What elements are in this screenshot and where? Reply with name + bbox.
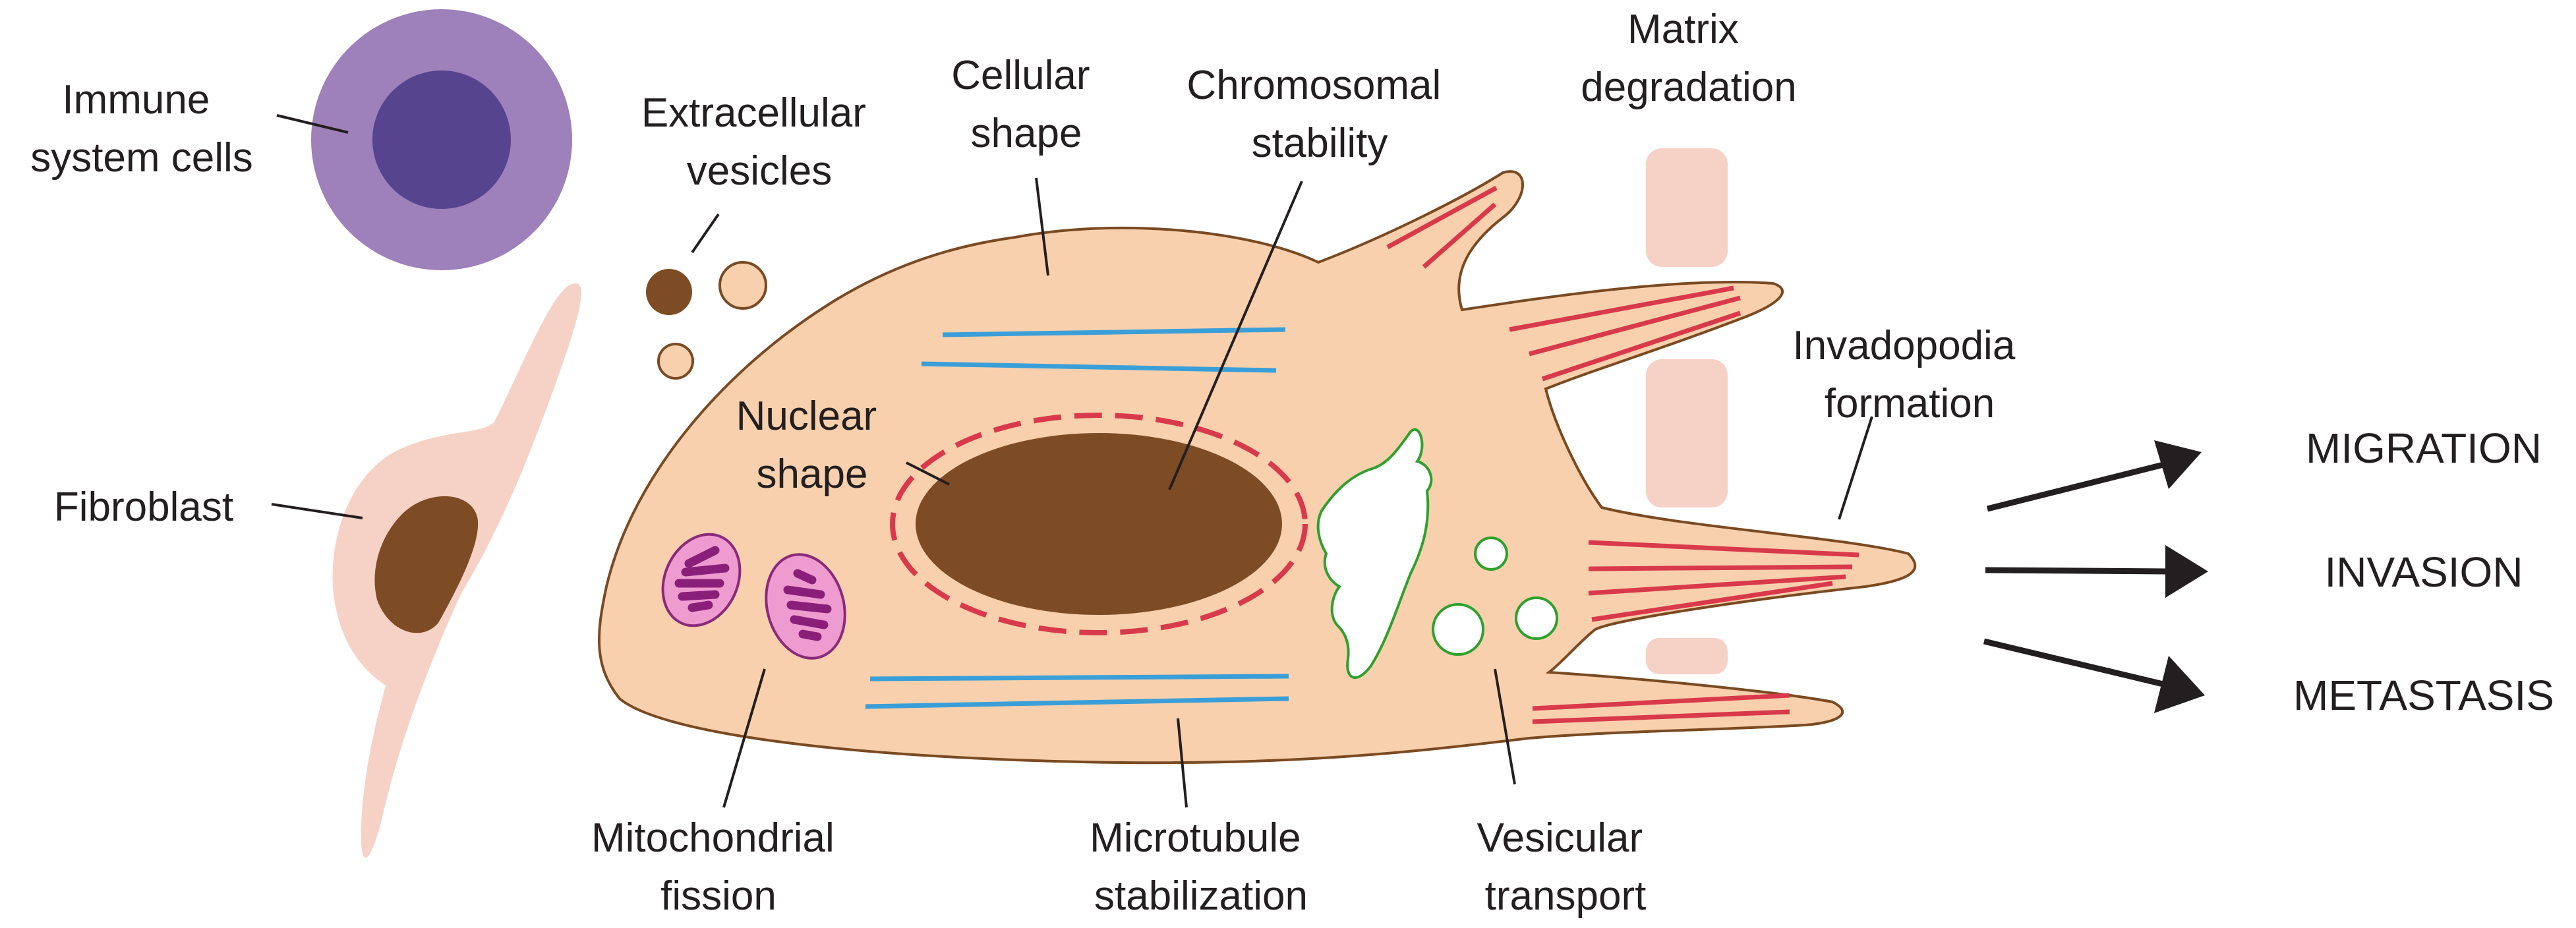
vesicle-small [657, 343, 694, 380]
extracellular-matrix [1646, 148, 1728, 674]
microtubule [865, 696, 1289, 709]
nucleus [916, 433, 1282, 615]
labels: Immune system cells Extracellular vesicl… [30, 7, 2026, 919]
actin-filament [1588, 574, 1846, 596]
matrix-block [1646, 148, 1728, 267]
cancer-cell [597, 170, 1917, 765]
fibroblast-nucleus [374, 496, 479, 633]
arrow-migration-shaft [1986, 460, 2170, 512]
leader-lines [271, 114, 1873, 808]
mitochondrion [661, 533, 742, 627]
actin-filament [1588, 564, 1853, 571]
mitochondrion [765, 553, 846, 660]
leader-line [691, 213, 720, 254]
immune-cell [311, 9, 572, 270]
label-mitochondrial-fission: Mitochondrial fission [591, 815, 846, 919]
actin-filament [1541, 310, 1742, 382]
extracellular-vesicles [646, 261, 767, 380]
microtubules [865, 327, 1289, 709]
actin-filament [1588, 540, 1859, 558]
matrix-block [1646, 638, 1728, 674]
fibroblast [332, 283, 581, 858]
label-extracellular-vesicles: Extracellular vesicles [641, 90, 877, 194]
transport-vesicle [1432, 603, 1484, 656]
arrow-migration-head [2154, 440, 2202, 489]
arrow-invasion-shaft [1985, 567, 2169, 575]
microtubule [942, 327, 1286, 337]
label-nuclear-shape: Nuclear shape [736, 393, 889, 497]
leader-line [276, 114, 349, 134]
leader-line [1494, 668, 1516, 785]
nuclear-envelope [890, 413, 1308, 635]
arrow-metastasis-shaft [1983, 638, 2170, 689]
leader-line [271, 503, 363, 519]
microtubule [869, 674, 1289, 682]
label-invadopodia-formation: Invadopodia formation [1792, 323, 2026, 426]
leader-line [1838, 416, 1873, 520]
actin-filament [1532, 709, 1790, 724]
transport-vesicle [1474, 536, 1508, 571]
leader-line [906, 461, 950, 486]
actin-filament [1529, 295, 1741, 357]
transport-vesicle [1515, 596, 1558, 640]
arrow-metastasis-head [2154, 656, 2205, 713]
outcome-invasion: INVASION [2324, 548, 2523, 596]
label-chromosomal-stability: Chromosomal stability [1186, 63, 1452, 166]
actin-filament [1509, 285, 1734, 332]
matrix-block [1646, 359, 1728, 508]
cristae [783, 569, 832, 641]
arrow-invasion-head [2165, 545, 2208, 598]
actin-filament [1386, 185, 1498, 250]
leader-line [1168, 181, 1303, 490]
vesicle-light [718, 261, 767, 310]
cancer-cell-body [597, 170, 1917, 765]
outcomes: MIGRATION INVASION METASTASIS [2293, 424, 2554, 719]
label-fibroblast: Fibroblast [54, 484, 233, 530]
label-cellular-shape: Cellular shape [951, 53, 1101, 156]
immune-cell-nucleus [372, 71, 511, 209]
label-matrix-degradation: Matrix degradation [1581, 7, 1797, 110]
invadopodia-actin [1386, 185, 1859, 724]
actin-filament [1591, 581, 1833, 622]
outcome-arrows [1983, 440, 2208, 713]
golgi-apparatus [1316, 428, 1433, 680]
outcome-migration: MIGRATION [2306, 424, 2542, 472]
label-vesicular-transport: Vesicular transport [1477, 815, 1654, 919]
cristae [674, 546, 730, 612]
leader-line [1177, 718, 1188, 808]
label-immune-cells: Immune system cells [30, 77, 253, 181]
leader-line [1035, 177, 1049, 276]
outcome-metastasis: METASTASIS [2293, 672, 2554, 719]
vesicle-dark [646, 269, 692, 315]
microtubule [921, 361, 1277, 373]
actin-filament [1532, 693, 1790, 711]
actin-filament [1422, 202, 1497, 269]
leader-line [722, 668, 766, 808]
label-microtubule-stabilization: Microtubule stabilization [1090, 815, 1312, 919]
